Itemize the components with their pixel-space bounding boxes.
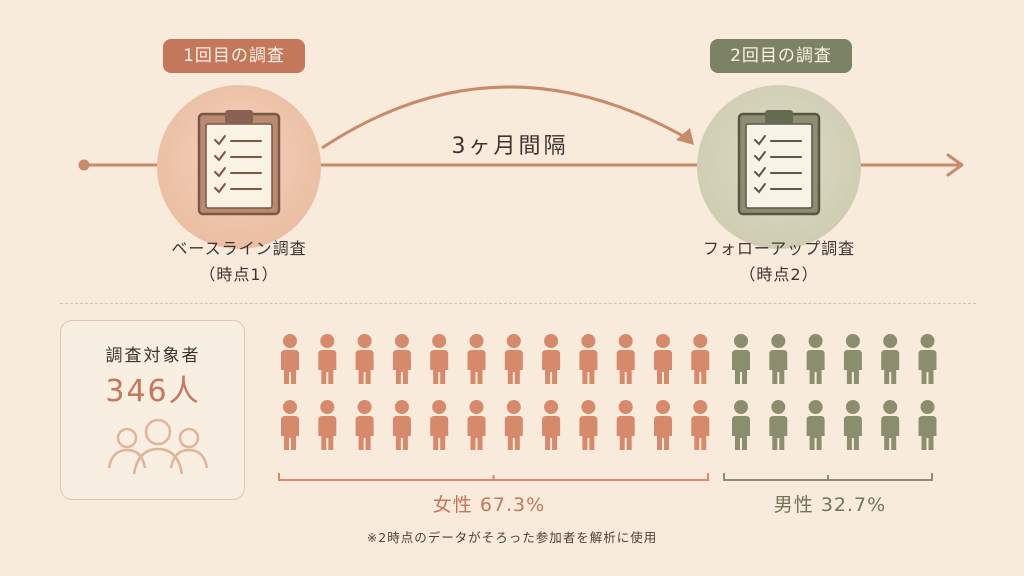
summary-title: 調査対象者 [105, 346, 201, 366]
participant-count: 346人 [105, 374, 201, 409]
baseline-name: ベースライン調査 [171, 239, 307, 258]
timeline-arrowhead [946, 153, 964, 177]
survey1-badge: 1回目の調査 [163, 39, 305, 73]
male-label: 男性 32.7% [773, 494, 887, 516]
baseline-circle [157, 85, 321, 249]
female-label: 女性 67.3% [432, 494, 546, 516]
baseline-timepoint: （時点1） [199, 265, 279, 284]
followup-circle [697, 85, 861, 249]
followup-timepoint: （時点2） [739, 265, 819, 284]
followup-name: フォローアップ調査 [702, 239, 856, 258]
timeline-start-dot [78, 159, 90, 171]
interval-label: 3ヶ月間隔 [451, 134, 569, 159]
section-divider [60, 303, 976, 304]
footnote: ※2時点のデータがそろった参加者を解析に使用 [366, 530, 658, 545]
interval-arc-arrowhead [676, 128, 694, 145]
survey2-badge: 2回目の調査 [710, 39, 852, 73]
interval-arc [321, 85, 691, 150]
